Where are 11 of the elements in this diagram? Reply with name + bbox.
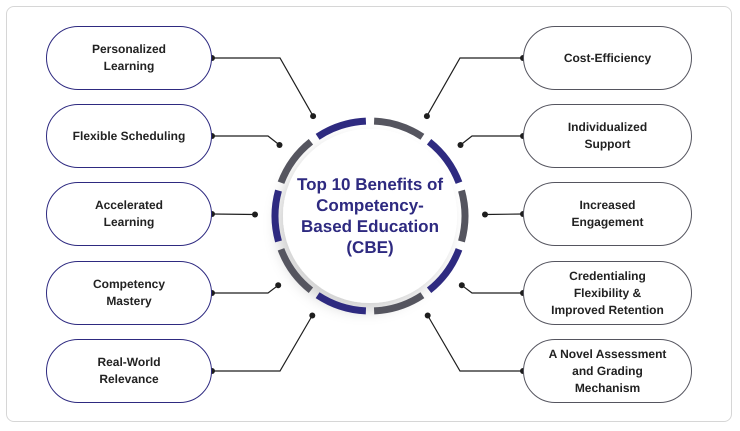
benefit-label: Competency Mastery <box>92 276 166 310</box>
benefit-label: Increased Engagement <box>570 197 644 231</box>
benefit-label: Accelerated Learning <box>94 197 164 231</box>
benefit-label: Real-World Relevance <box>96 354 162 388</box>
benefit-label: Flexible Scheduling <box>72 128 186 144</box>
center-title: Top 10 Benefits of Competency-Based Education (CBE) <box>296 174 444 258</box>
benefit-label: Personalized Learning <box>90 41 168 75</box>
benefit-label: Credentialing Flexibility & Improved Retention <box>550 268 665 318</box>
benefit-label: Cost-Efficiency <box>562 50 652 66</box>
benefit-label: Individualized Support <box>566 119 648 153</box>
benefit-label: A Novel Assessment and Grading Mechanism <box>548 346 668 396</box>
